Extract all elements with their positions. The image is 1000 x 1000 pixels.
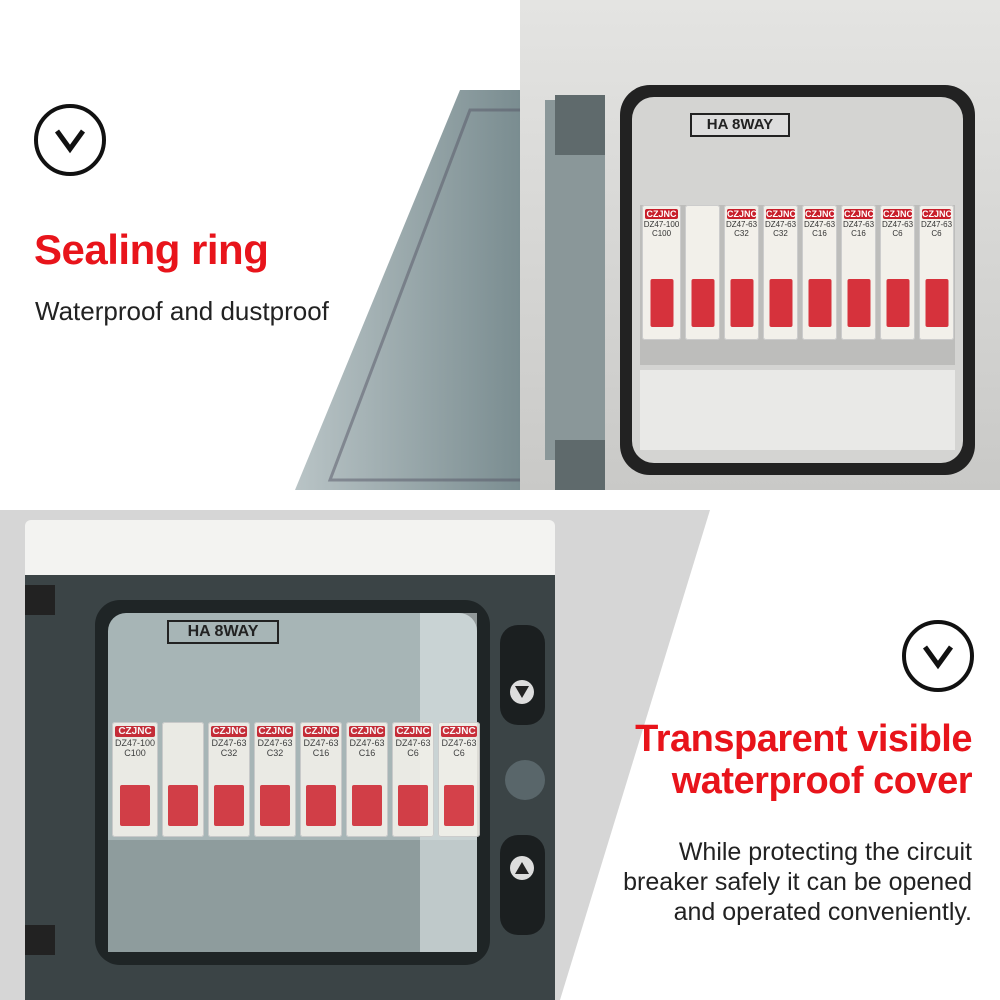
breaker-rating: C16 bbox=[358, 747, 376, 758]
chevron-down-circle-icon-2 bbox=[902, 620, 974, 692]
breaker-toggle-handle bbox=[444, 785, 474, 826]
breaker-rating: C6 bbox=[931, 228, 942, 238]
breaker-brand: CZJNC bbox=[844, 209, 875, 219]
breaker-rating: C6 bbox=[453, 747, 465, 758]
latch-bottom bbox=[500, 835, 545, 935]
cover-title-line1: Transparent visible bbox=[635, 718, 972, 760]
breaker-brand: CZJNC bbox=[883, 209, 914, 219]
breaker-brand: CZJNC bbox=[727, 209, 758, 219]
latch-down-arrow-icon bbox=[515, 686, 529, 698]
breaker-rating: C100 bbox=[124, 747, 146, 758]
sealing-ring-title: Sealing ring bbox=[34, 226, 269, 273]
breaker-model: DZ47-63 bbox=[920, 220, 953, 229]
breaker-toggle-handle bbox=[398, 785, 428, 826]
breaker-brand: CZJNC bbox=[645, 209, 678, 219]
breaker-toggle-handle bbox=[120, 785, 150, 826]
breaker-rating: C16 bbox=[851, 228, 866, 238]
circuit-breaker bbox=[685, 205, 720, 340]
breaker-brand: CZJNC bbox=[349, 726, 385, 737]
open-door-scene bbox=[295, 0, 1000, 490]
breaker-toggle-handle bbox=[168, 785, 198, 826]
breaker-toggle-handle bbox=[691, 279, 714, 327]
breaker-model: DZ47-63 bbox=[257, 738, 293, 748]
breaker-rating: C16 bbox=[812, 228, 827, 238]
breaker-toggle-handle bbox=[886, 279, 909, 327]
sealing-ring-subtitle: Waterproof and dustproof bbox=[35, 296, 329, 326]
breaker-toggle-handle bbox=[925, 279, 948, 327]
breaker-rating: C16 bbox=[312, 747, 330, 758]
cover-body-line2: breaker safely it can be opened bbox=[623, 868, 972, 896]
breaker-brand: CZJNC bbox=[766, 209, 797, 219]
breaker-toggle-handle bbox=[847, 279, 870, 327]
breaker-toggle-handle bbox=[260, 785, 290, 826]
breaker-model: DZ47-63 bbox=[349, 738, 385, 748]
breaker-rating: C32 bbox=[734, 228, 749, 238]
enclosure-label: HA 8WAY bbox=[690, 113, 790, 137]
breaker-brand: CZJNC bbox=[257, 726, 293, 737]
circuit-breaker bbox=[162, 722, 204, 837]
breaker-model: DZ47-63 bbox=[764, 220, 797, 229]
breaker-rating: C32 bbox=[220, 747, 238, 758]
cover-body-line1: While protecting the circuit bbox=[678, 838, 972, 866]
breaker-toggle-handle bbox=[352, 785, 382, 826]
breaker-model: DZ47-63 bbox=[211, 738, 247, 748]
breaker-model: DZ47-100 bbox=[643, 220, 680, 229]
breaker-brand: CZJNC bbox=[303, 726, 339, 737]
breaker-rating: C6 bbox=[892, 228, 903, 238]
breaker-rating: C32 bbox=[773, 228, 788, 238]
breaker-brand: CZJNC bbox=[211, 726, 247, 737]
breaker-brand: CZJNC bbox=[395, 726, 431, 737]
enclosure-label-bottom: HA 8WAY bbox=[167, 620, 279, 644]
breaker-model: DZ47-63 bbox=[725, 220, 758, 229]
breaker-brand: CZJNC bbox=[805, 209, 836, 219]
breaker-model: DZ47-100 bbox=[114, 738, 156, 748]
breaker-toggle-handle bbox=[730, 279, 753, 327]
latch-top bbox=[500, 625, 545, 725]
breaker-toggle-handle bbox=[650, 279, 673, 327]
breaker-brand: CZJNC bbox=[922, 209, 953, 219]
chevron-down-circle-icon bbox=[34, 104, 106, 176]
breaker-rating: C6 bbox=[407, 747, 419, 758]
breaker-model: DZ47-63 bbox=[395, 738, 431, 748]
breaker-model: DZ47-63 bbox=[303, 738, 339, 748]
breaker-model: DZ47-63 bbox=[881, 220, 914, 229]
breaker-toggle-handle bbox=[214, 785, 244, 826]
breaker-model: DZ47-63 bbox=[441, 738, 477, 748]
breaker-rating: C100 bbox=[651, 228, 672, 238]
breaker-brand: CZJNC bbox=[441, 726, 477, 737]
breaker-toggle-handle bbox=[808, 279, 831, 327]
cover-body-line3: and operated conveniently. bbox=[673, 898, 972, 926]
breaker-model: DZ47-63 bbox=[803, 220, 836, 229]
breaker-toggle-handle bbox=[769, 279, 792, 327]
breaker-brand: CZJNC bbox=[115, 726, 155, 737]
breaker-rating: C32 bbox=[266, 747, 284, 758]
breaker-toggle-handle bbox=[306, 785, 336, 826]
cover-title-line2: waterproof cover bbox=[671, 760, 973, 802]
breaker-model: DZ47-63 bbox=[842, 220, 875, 229]
